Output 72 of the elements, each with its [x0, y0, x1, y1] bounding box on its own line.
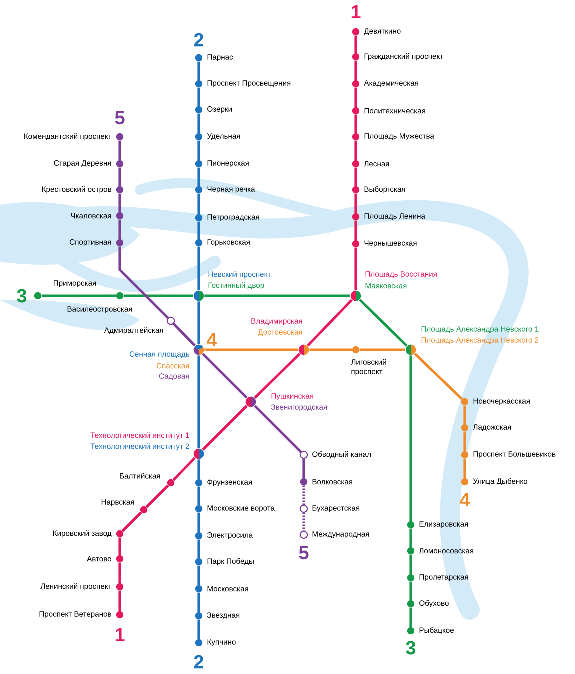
track-line	[198, 620, 200, 640]
track-line	[354, 140, 358, 160]
track-line	[198, 302, 200, 344]
track-line	[118, 590, 122, 612]
track-line	[354, 168, 358, 186]
track-line	[464, 458, 466, 478]
track-line	[464, 406, 466, 424]
track-line	[410, 356, 412, 522]
track-line	[198, 566, 200, 586]
track-line	[118, 220, 122, 240]
track-line	[302, 458, 306, 478]
track-line	[198, 246, 200, 290]
track-line	[254, 353, 301, 399]
track-line	[202, 405, 248, 451]
track-line	[204, 348, 298, 352]
track-line	[354, 248, 358, 290]
track-line	[172, 322, 196, 347]
track-line	[307, 299, 353, 347]
track-line	[254, 405, 302, 454]
track-line	[118, 538, 122, 556]
track-line	[198, 222, 200, 240]
track-line	[198, 592, 200, 612]
track-line	[198, 140, 200, 160]
track-line	[414, 353, 464, 400]
line-number: 5	[299, 546, 309, 560]
track-line	[410, 582, 412, 600]
track-line	[410, 528, 412, 548]
line-number: 5	[115, 111, 125, 125]
track-line	[302, 512, 306, 532]
track-line	[118, 194, 122, 212]
line-number: 3	[406, 641, 416, 655]
track-line	[354, 194, 358, 214]
track-line	[354, 60, 358, 80]
track-line	[146, 484, 170, 508]
line-number: 4	[460, 493, 470, 507]
track-line	[202, 353, 248, 399]
track-line	[198, 486, 200, 506]
track-line	[198, 114, 200, 134]
track-line	[118, 140, 122, 160]
track-line	[198, 460, 200, 480]
track-line	[198, 168, 200, 186]
track-line	[198, 194, 200, 214]
track-line	[118, 562, 122, 584]
track-line	[198, 62, 200, 80]
track-line	[124, 294, 194, 298]
line-number: 4	[207, 333, 218, 347]
track-line	[198, 88, 200, 106]
track-line	[118, 168, 122, 186]
track-line	[410, 608, 412, 628]
track-line	[172, 457, 196, 482]
track-line	[354, 114, 358, 134]
line-number: 1	[352, 5, 361, 19]
track-line	[198, 540, 200, 558]
line-number: 1	[116, 628, 125, 642]
track-line	[359, 299, 408, 347]
track-line	[464, 432, 466, 452]
track-line	[198, 356, 200, 448]
line-number: 2	[194, 655, 204, 669]
track-line	[310, 348, 352, 352]
track-line	[354, 36, 358, 54]
track-line	[302, 486, 306, 506]
line-number: 2	[194, 33, 204, 47]
track-line	[360, 348, 406, 352]
track-line	[410, 554, 412, 574]
track-line	[204, 294, 350, 298]
track-line	[198, 512, 200, 532]
track-line	[42, 294, 116, 298]
track-line	[354, 220, 358, 240]
line-number: 3	[17, 289, 27, 303]
track-line	[118, 246, 170, 320]
track-line	[354, 88, 358, 108]
track-line	[122, 512, 142, 532]
